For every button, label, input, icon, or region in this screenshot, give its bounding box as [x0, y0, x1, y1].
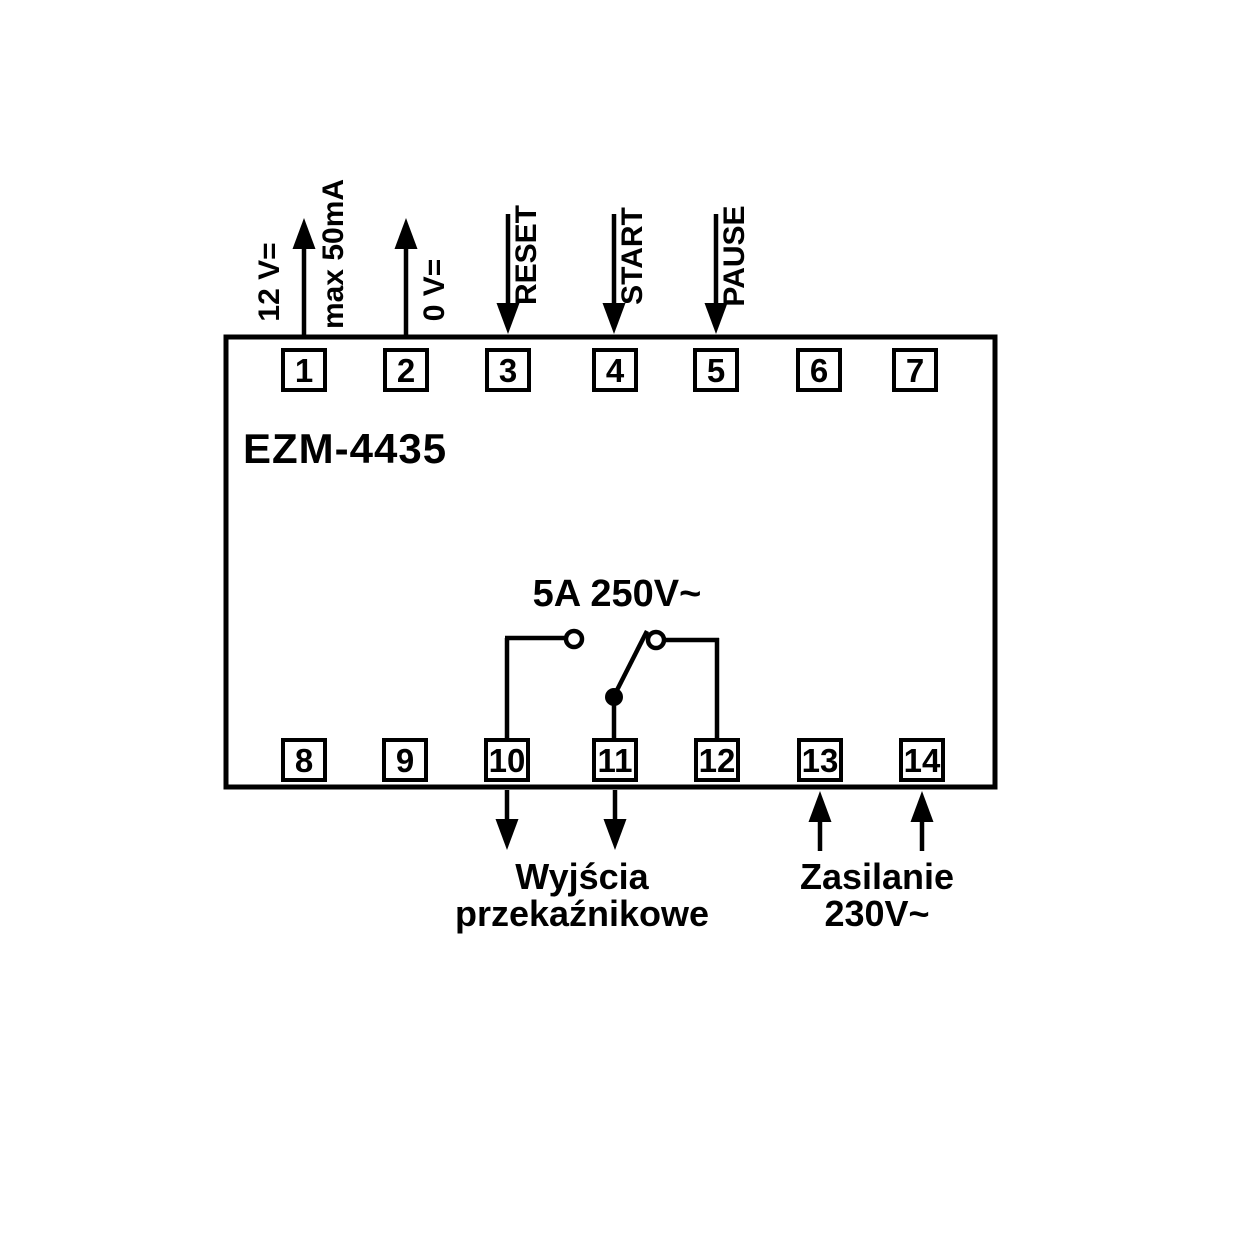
label-max-50ma: max 50mA	[317, 178, 350, 330]
terminal-10-number: 10	[488, 741, 526, 779]
relay-outputs-caption: Wyjścia przekaźnikowe	[455, 858, 709, 932]
up-arrow-icon	[292, 218, 316, 249]
down-arrow-icon	[495, 819, 519, 850]
terminal-3-number: 3	[498, 351, 518, 389]
up-arrow-icon	[910, 791, 934, 822]
terminal-7-number: 7	[905, 351, 925, 389]
label-0v: 0 V=	[418, 258, 451, 322]
label-pause: PAUSE	[718, 205, 751, 307]
label-12v: 12 V=	[253, 242, 286, 322]
terminal-9: 9	[382, 738, 428, 782]
terminal-4-number: 4	[605, 351, 625, 389]
terminal-6: 6	[796, 348, 842, 392]
power-supply-caption: Zasilanie 230V~	[800, 858, 954, 932]
relay-outputs-caption-line1: Wyjścia	[515, 856, 649, 897]
relay-outputs-caption-line2: przekaźnikowe	[454, 893, 710, 934]
up-arrow-icon	[394, 218, 418, 249]
relay-common-pole	[605, 688, 623, 706]
terminal-14-number: 14	[903, 741, 941, 779]
terminal-10: 10	[484, 738, 530, 782]
terminal-1: 1	[281, 348, 327, 392]
terminal-11: 11	[592, 738, 638, 782]
relay-contact-open-left	[563, 628, 585, 650]
terminal-1-number: 1	[294, 351, 314, 389]
terminal-5-number: 5	[706, 351, 726, 389]
power-supply-caption-line2: 230V~	[824, 893, 930, 934]
down-arrow-icon	[704, 303, 728, 334]
label-start: START	[616, 207, 649, 305]
relay-rating-label: 5A 250V~	[532, 573, 702, 615]
terminal-13-number: 13	[801, 741, 839, 779]
terminal-9-number: 9	[395, 741, 415, 779]
terminal-3: 3	[485, 348, 531, 392]
label-reset: RESET	[510, 204, 543, 306]
terminal-8-number: 8	[294, 741, 314, 779]
down-arrow-icon	[603, 819, 627, 850]
terminal-11-number: 11	[597, 741, 633, 779]
terminal-2: 2	[383, 348, 429, 392]
down-arrow-icon	[496, 303, 520, 334]
power-supply-caption-line1: Zasilanie	[799, 856, 955, 897]
terminal-14: 14	[899, 738, 945, 782]
terminal-4: 4	[592, 348, 638, 392]
terminal-12-number: 12	[698, 741, 736, 779]
up-arrow-icon	[808, 791, 832, 822]
terminal-5: 5	[693, 348, 739, 392]
terminal-2-number: 2	[396, 351, 416, 389]
terminal-8: 8	[281, 738, 327, 782]
device-outline	[223, 334, 998, 790]
terminal-7: 7	[892, 348, 938, 392]
relay-switch-arm	[610, 629, 650, 700]
relay-contact-open-right	[645, 629, 667, 651]
device-title: EZM-4435	[243, 425, 448, 472]
terminal-12: 12	[694, 738, 740, 782]
down-arrow-icon	[602, 303, 626, 334]
terminal-6-number: 6	[809, 351, 829, 389]
terminal-13: 13	[797, 738, 843, 782]
